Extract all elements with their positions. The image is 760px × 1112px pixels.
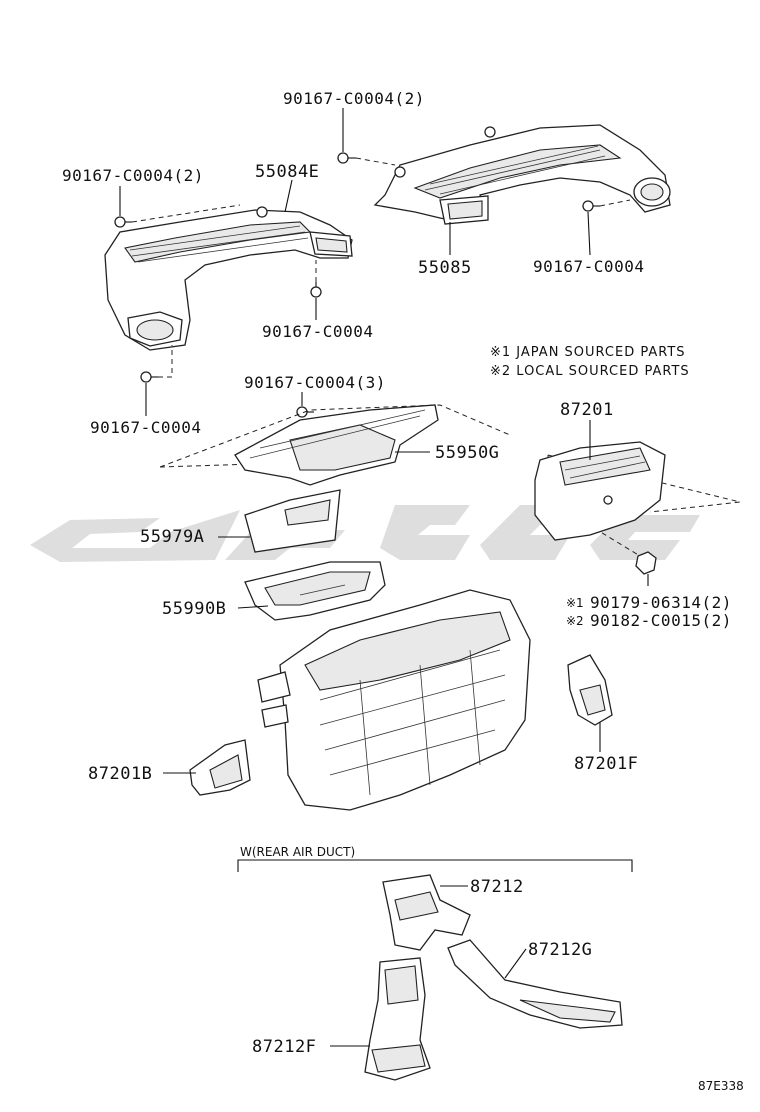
part-55979A [244, 489, 341, 553]
note-local-sourced: ※2 LOCAL SOURCED PARTS [490, 364, 690, 379]
part-55950G [234, 404, 439, 486]
part-87212F [364, 957, 431, 1081]
label-55085: 55085 [418, 258, 472, 278]
label-55990B: 55990B [162, 599, 226, 619]
label-55950G: 55950G [435, 443, 499, 463]
label-fastener-1: 90179-06314(2) [590, 593, 732, 612]
duct-55085 [373, 124, 671, 225]
bolt-icon [140, 371, 158, 383]
label-bolt-3: 90167-C0004(3) [244, 373, 386, 392]
label-87201: 87201 [560, 400, 614, 420]
label-87212F: 87212F [252, 1037, 316, 1057]
part-55990B [244, 561, 386, 621]
part-87201B [189, 739, 251, 796]
label-fastener-2: 90182-C0015(2) [590, 611, 732, 630]
duct-55084E [104, 206, 353, 351]
bolt-icons [114, 152, 657, 575]
note-japan-sourced: ※1 JAPAN SOURCED PARTS [490, 345, 686, 360]
label-55084E: 55084E [255, 162, 319, 182]
label-87201F: 87201F [574, 754, 638, 774]
label-bolt-top: 90167-C0004(2) [283, 89, 425, 108]
mark-2: ※2 [566, 614, 584, 628]
label-bolt-lower-left: 90167-C0004 [90, 418, 201, 437]
label-55979A: 55979A [140, 527, 204, 547]
part-87201 [534, 441, 666, 541]
heater-unit [257, 589, 531, 811]
bolt-icon [114, 216, 132, 228]
figure-id: 87E338 [698, 1079, 744, 1093]
group-rear-air-duct: W(REAR AIR DUCT) [240, 845, 355, 859]
part-labels: 90167-C0004(2) 90167-C0004(2) 55084E 550… [62, 89, 744, 1093]
label-bolt-center: 90167-C0004 [262, 322, 373, 341]
part-87201F [567, 654, 613, 726]
mark-1: ※1 [566, 596, 584, 610]
leader-lines [119, 108, 649, 1047]
nut-icon [635, 551, 657, 575]
bolt-icon [337, 152, 356, 164]
bolt-icon [310, 282, 322, 298]
bolt-icon [296, 406, 314, 418]
label-bolt-left: 90167-C0004(2) [62, 166, 204, 185]
label-87201B: 87201B [88, 764, 152, 784]
label-87212G: 87212G [528, 940, 592, 960]
part-87212G [447, 939, 623, 1029]
rear-duct-bracket [237, 859, 633, 872]
label-87212: 87212 [470, 877, 524, 897]
bolt-icon [582, 200, 600, 212]
part-87212 [382, 874, 471, 951]
label-bolt-right: 90167-C0004 [533, 257, 644, 276]
